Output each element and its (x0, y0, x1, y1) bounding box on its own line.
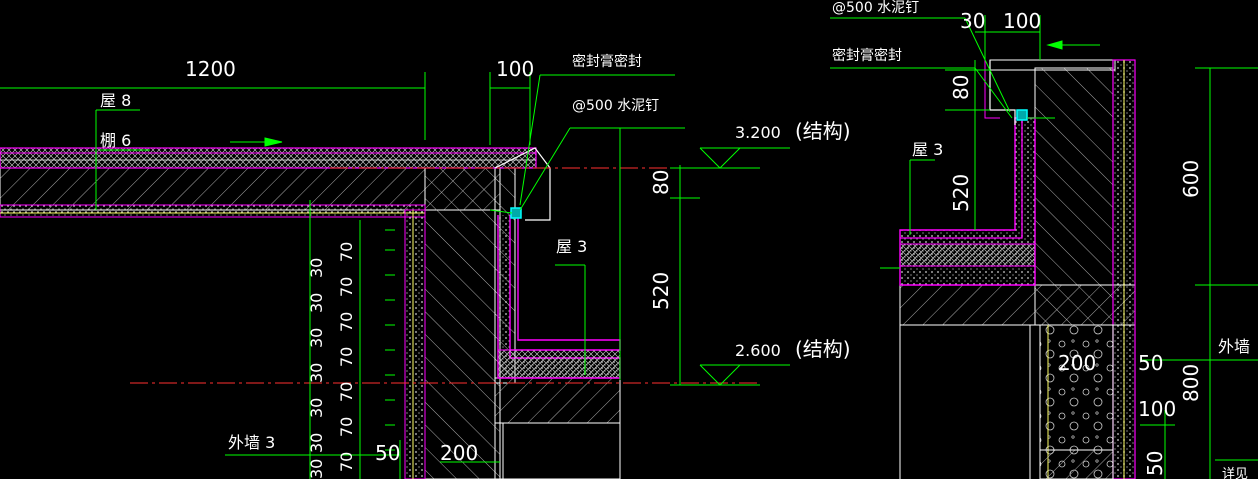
wall-column-left (424, 167, 501, 479)
label-wall3: 外墙 3 (228, 433, 275, 452)
vertical-dim-stack: 30 70 30 70 30 70 30 70 30 70 30 70 30 7… (307, 242, 356, 479)
lower-wall-left (494, 422, 621, 479)
label-canopy6: 棚 6 (100, 131, 131, 150)
svg-text:30: 30 (307, 433, 326, 453)
svg-text:70: 70 (337, 347, 356, 367)
dim-520-left: 520 (649, 272, 673, 310)
slab-right (899, 284, 1136, 326)
label-roof8: 屋 8 (100, 91, 131, 110)
dim-50b-right: 50 (1143, 451, 1167, 476)
left-detail: 1200 100 屋 8 棚 6 密封膏密封 @500 水泥钉 3.200 (结… (0, 53, 851, 479)
svg-text:30: 30 (307, 363, 326, 383)
svg-text:70: 70 (337, 417, 356, 437)
sealant-marker-right (1016, 109, 1028, 121)
roof-membrane-left (0, 147, 537, 169)
dim-800-right: 800 (1179, 364, 1203, 402)
right-detail: @500 水泥钉 30 100 密封膏密封 80 屋 3 520 600 外墙 … (830, 0, 1258, 479)
label-roof3-left: 屋 3 (556, 237, 587, 256)
svg-text:30: 30 (307, 398, 326, 418)
svg-text:70: 70 (337, 277, 356, 297)
svg-text:30: 30 (307, 258, 326, 278)
dim-100b-right: 100 (1138, 397, 1176, 421)
flashing-right (989, 60, 1016, 125)
svg-text:30: 30 (307, 293, 326, 313)
sealant-marker-left (510, 207, 522, 219)
svg-text:30: 30 (307, 459, 326, 479)
label-seal-left: 密封膏密封 (572, 53, 642, 70)
elev-2600-note: (结构) (795, 337, 851, 361)
svg-text:70: 70 (337, 382, 356, 402)
dim-80-right: 80 (949, 75, 973, 100)
roof-slab-left (0, 167, 501, 211)
label-seal-right: 密封膏密封 (832, 47, 902, 64)
dim-520-right: 520 (949, 174, 973, 212)
dim-100-left: 100 (496, 57, 534, 81)
dim-200-right: 200 (1058, 351, 1096, 375)
dim-30-right: 30 (960, 9, 985, 33)
dim-100-right: 100 (1003, 9, 1041, 33)
inner-finish-left (404, 209, 426, 479)
ceiling-layer-left (0, 204, 426, 218)
wall-right (1034, 67, 1114, 326)
label-nail-left: @500 水泥钉 (572, 98, 659, 114)
dim-600-right: 600 (1179, 160, 1203, 198)
dim-80-left: 80 (649, 170, 673, 195)
svg-text:70: 70 (337, 312, 356, 332)
lower-slab-left (494, 377, 621, 424)
label-wall-right: 外墙 (1218, 337, 1250, 356)
dim-50-left: 50 (375, 441, 400, 465)
svg-text:30: 30 (307, 328, 326, 348)
label-edge-right: 详见 (1222, 467, 1248, 479)
label-roof3-right: 屋 3 (912, 140, 943, 159)
svg-text:70: 70 (337, 452, 356, 472)
dim-200-left: 200 (440, 441, 478, 465)
svg-text:70: 70 (337, 242, 356, 262)
elev-3200: 3.200 (735, 123, 781, 142)
dim-50-right: 50 (1138, 351, 1163, 375)
elev-3200-note: (结构) (795, 119, 851, 143)
label-nail-right: @500 水泥钉 (832, 0, 919, 16)
dim-1200: 1200 (185, 57, 236, 81)
elev-2600: 2.600 (735, 341, 781, 360)
